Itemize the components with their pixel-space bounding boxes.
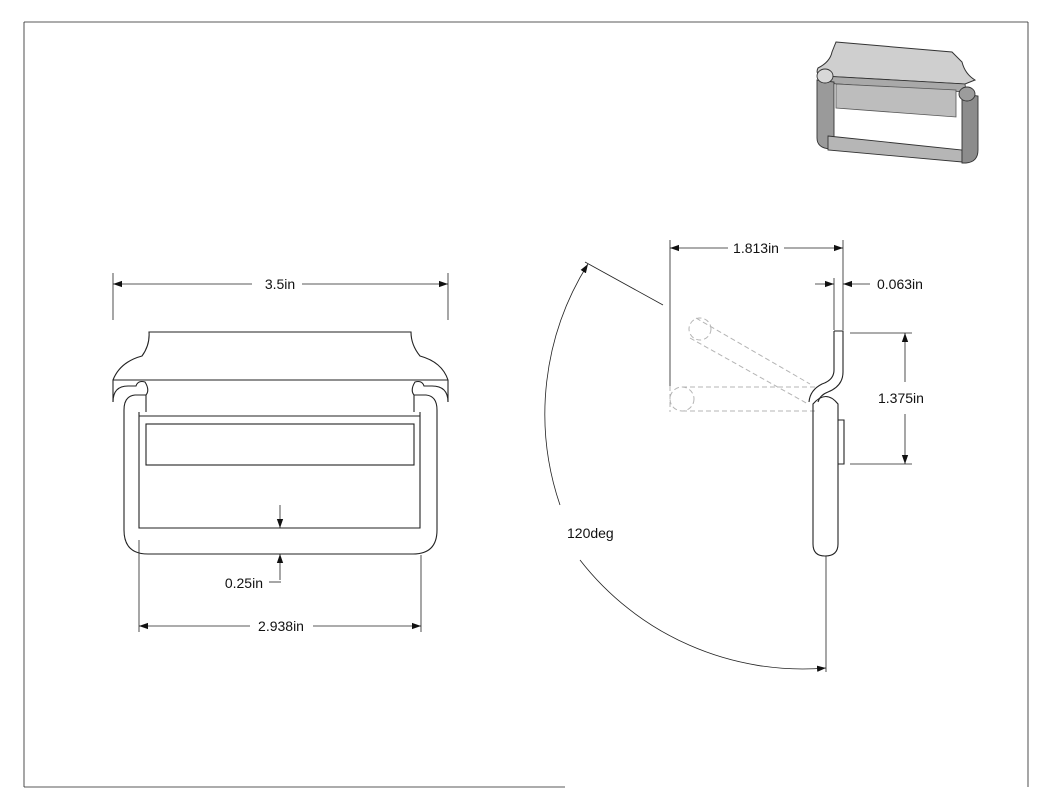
- dim-overall-width: 3.5in: [265, 276, 295, 292]
- dim-plate-height: 1.375in: [878, 390, 924, 406]
- side-view: [669, 317, 845, 557]
- dim-thickness: 0.063in: [877, 276, 923, 292]
- dim-swing-angle: 120deg: [567, 525, 614, 541]
- dim-inner-width: 2.938in: [258, 618, 304, 634]
- dim-side-extent: 1.813in: [733, 240, 779, 256]
- front-view: [112, 331, 449, 555]
- dim-bar-gap: 0.25in: [225, 575, 263, 591]
- sheet-border: [23, 21, 1029, 788]
- hidden-lines: [669, 317, 816, 412]
- dimension-labels: 3.5in 2.938in 0.25in 1.813in 0.063in 1.3…: [225, 240, 924, 634]
- isometric-view: [816, 41, 979, 164]
- dimension-lines: [112, 240, 912, 672]
